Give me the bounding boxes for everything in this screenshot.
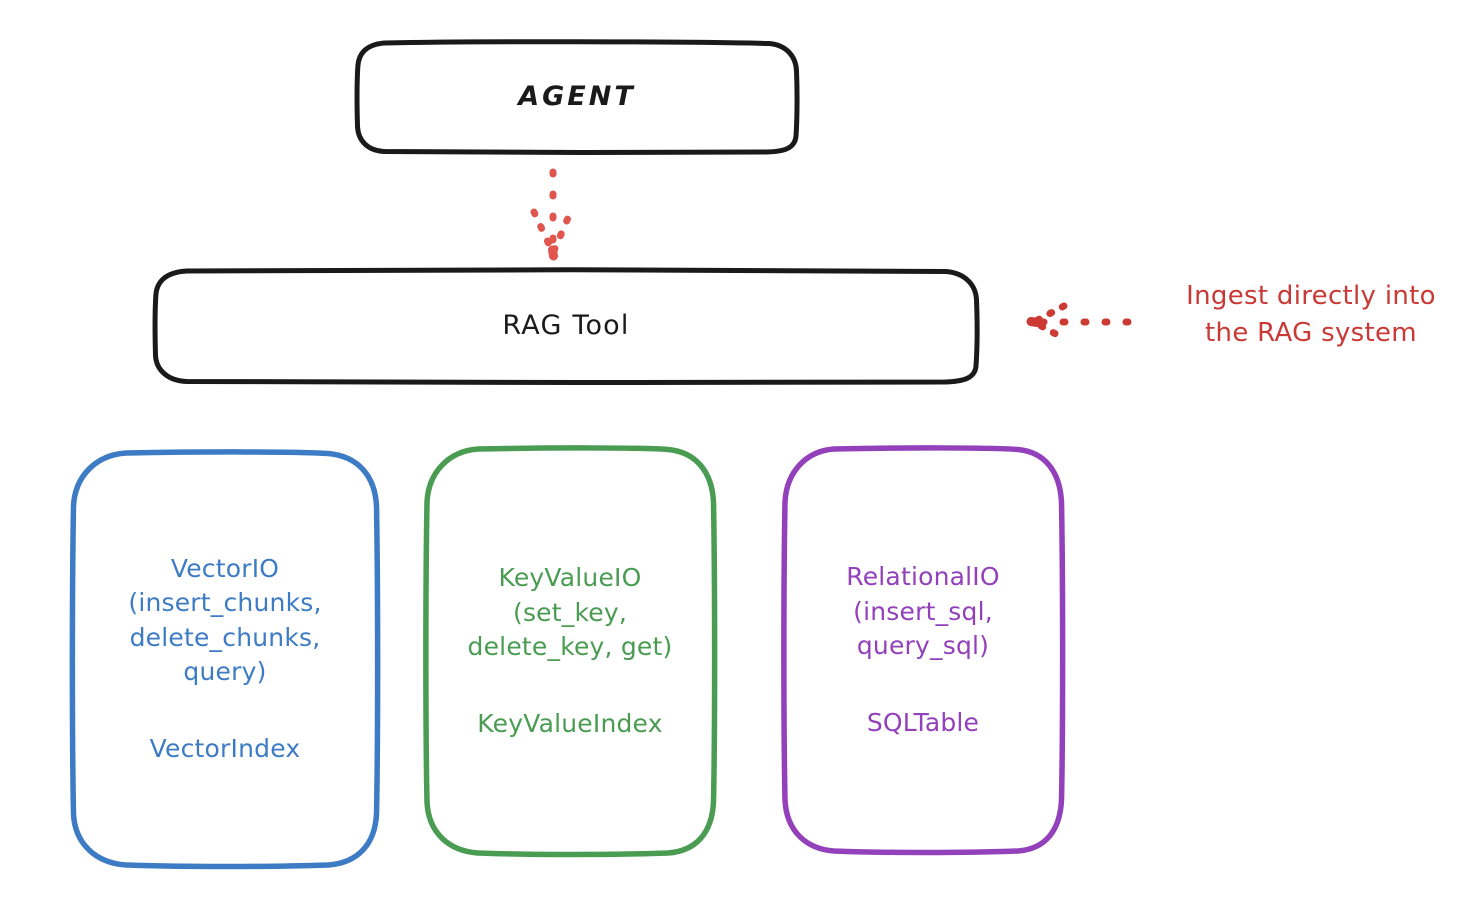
rag-tool-label: RAG Tool (502, 309, 630, 341)
agent-node[interactable]: AGENT (355, 40, 799, 154)
relational-io-api-label: RelationalIO (insert_sql, query_sql) (846, 562, 1000, 660)
vector-io-node[interactable]: VectorIO (insert_chunks, delete_chunks, … (70, 450, 380, 868)
relational-io-node[interactable]: RelationalIO (insert_sql, query_sql) SQL… (782, 446, 1064, 854)
relational-io-text: RelationalIO (insert_sql, query_sql) SQL… (782, 560, 1064, 740)
agent-to-rag-arrow (530, 168, 575, 261)
relational-io-index-label: SQLTable (866, 707, 980, 737)
vector-io-api-label: VectorIO (insert_chunks, delete_chunks, … (128, 553, 322, 687)
key-value-io-api-label: KeyValueIO (set_key, delete_key, get) (467, 563, 673, 661)
key-value-io-text: KeyValueIO (set_key, delete_key, get) Ke… (424, 561, 716, 741)
key-value-io-index-label: KeyValueIndex (477, 708, 663, 738)
ingest-arrow (1026, 302, 1132, 342)
rag-tool-node[interactable]: RAG Tool (153, 268, 979, 384)
key-value-io-node[interactable]: KeyValueIO (set_key, delete_key, get) Ke… (424, 446, 716, 856)
ingest-annotation-label: Ingest directly into the RAG system (1186, 281, 1436, 348)
vector-io-text: VectorIO (insert_chunks, delete_chunks, … (70, 552, 380, 767)
agent-label: AGENT (518, 80, 636, 112)
vector-io-index-label: VectorIndex (149, 733, 301, 763)
